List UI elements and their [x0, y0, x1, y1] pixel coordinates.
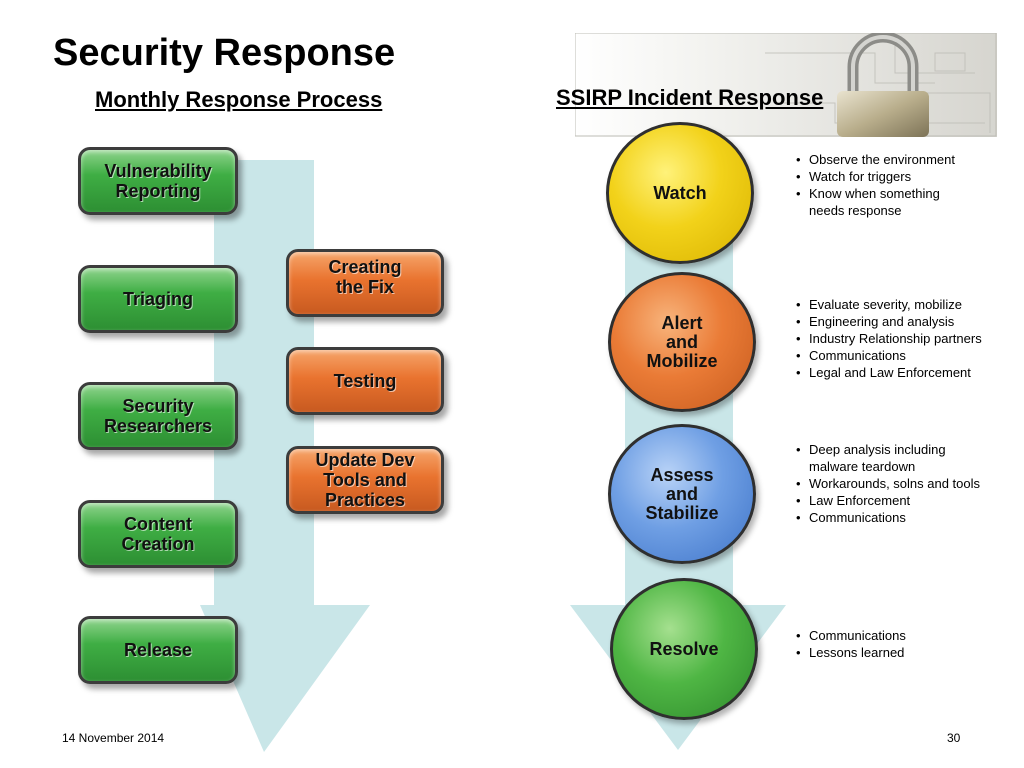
bullet-item: Observe the environment: [794, 151, 1019, 168]
testing-step: Testing: [286, 347, 444, 415]
vulnerability-reporting-step: Vulnerability Reporting: [78, 147, 238, 215]
assess-stabilize-phase-circle: Assess and Stabilize: [608, 424, 756, 564]
triaging-step: Triaging: [78, 265, 238, 333]
bullet-item: Industry Relationship partners: [794, 330, 1019, 347]
assess-stabilize-bullets: Deep analysis including malware teardown…: [794, 441, 1019, 526]
resolve-bullets: Communications Lessons learned: [794, 627, 1019, 661]
alert-mobilize-phase-circle: Alert and Mobilize: [608, 272, 756, 412]
bullet-item: Communications: [794, 509, 1019, 526]
bullet-item: Communications: [794, 627, 1019, 644]
bullet-item: Communications: [794, 347, 1019, 364]
bullet-item: Engineering and analysis: [794, 313, 1019, 330]
content-creation-step: Content Creation: [78, 500, 238, 568]
watch-phase-circle: Watch: [606, 122, 754, 264]
bullet-item: Law Enforcement: [794, 492, 1019, 509]
process-flow-arrow: [200, 160, 370, 755]
bullet-item: Watch for triggers: [794, 168, 1019, 185]
monthly-process-heading: Monthly Response Process: [95, 87, 383, 112]
release-step: Release: [78, 616, 238, 684]
footer-date: 14 November 2014: [62, 731, 165, 745]
bullet-item: Deep analysis including malware teardown: [794, 441, 1019, 475]
alert-mobilize-bullets: Evaluate severity, mobilize Engineering …: [794, 296, 1019, 381]
update-dev-tools-step: Update Dev Tools and Practices: [286, 446, 444, 514]
page-number: 30: [947, 731, 961, 745]
bullet-item: Workarounds, solns and tools: [794, 475, 1019, 492]
security-researchers-step: Security Researchers: [78, 382, 238, 450]
padlock-icon: [575, 33, 997, 137]
watch-bullets: Observe the environment Watch for trigge…: [794, 151, 1019, 219]
ssirp-heading: SSIRP Incident Response: [556, 85, 824, 110]
padlock-banner-image: [575, 33, 997, 137]
creating-fix-step: Creating the Fix: [286, 249, 444, 317]
resolve-phase-circle: Resolve: [610, 578, 758, 720]
bullet-item: Know when something needs response: [794, 185, 1019, 219]
bullet-item: Legal and Law Enforcement: [794, 364, 1019, 381]
slide-title: Security Response: [53, 32, 396, 74]
bullet-item: Evaluate severity, mobilize: [794, 296, 1019, 313]
bullet-item: Lessons learned: [794, 644, 1019, 661]
